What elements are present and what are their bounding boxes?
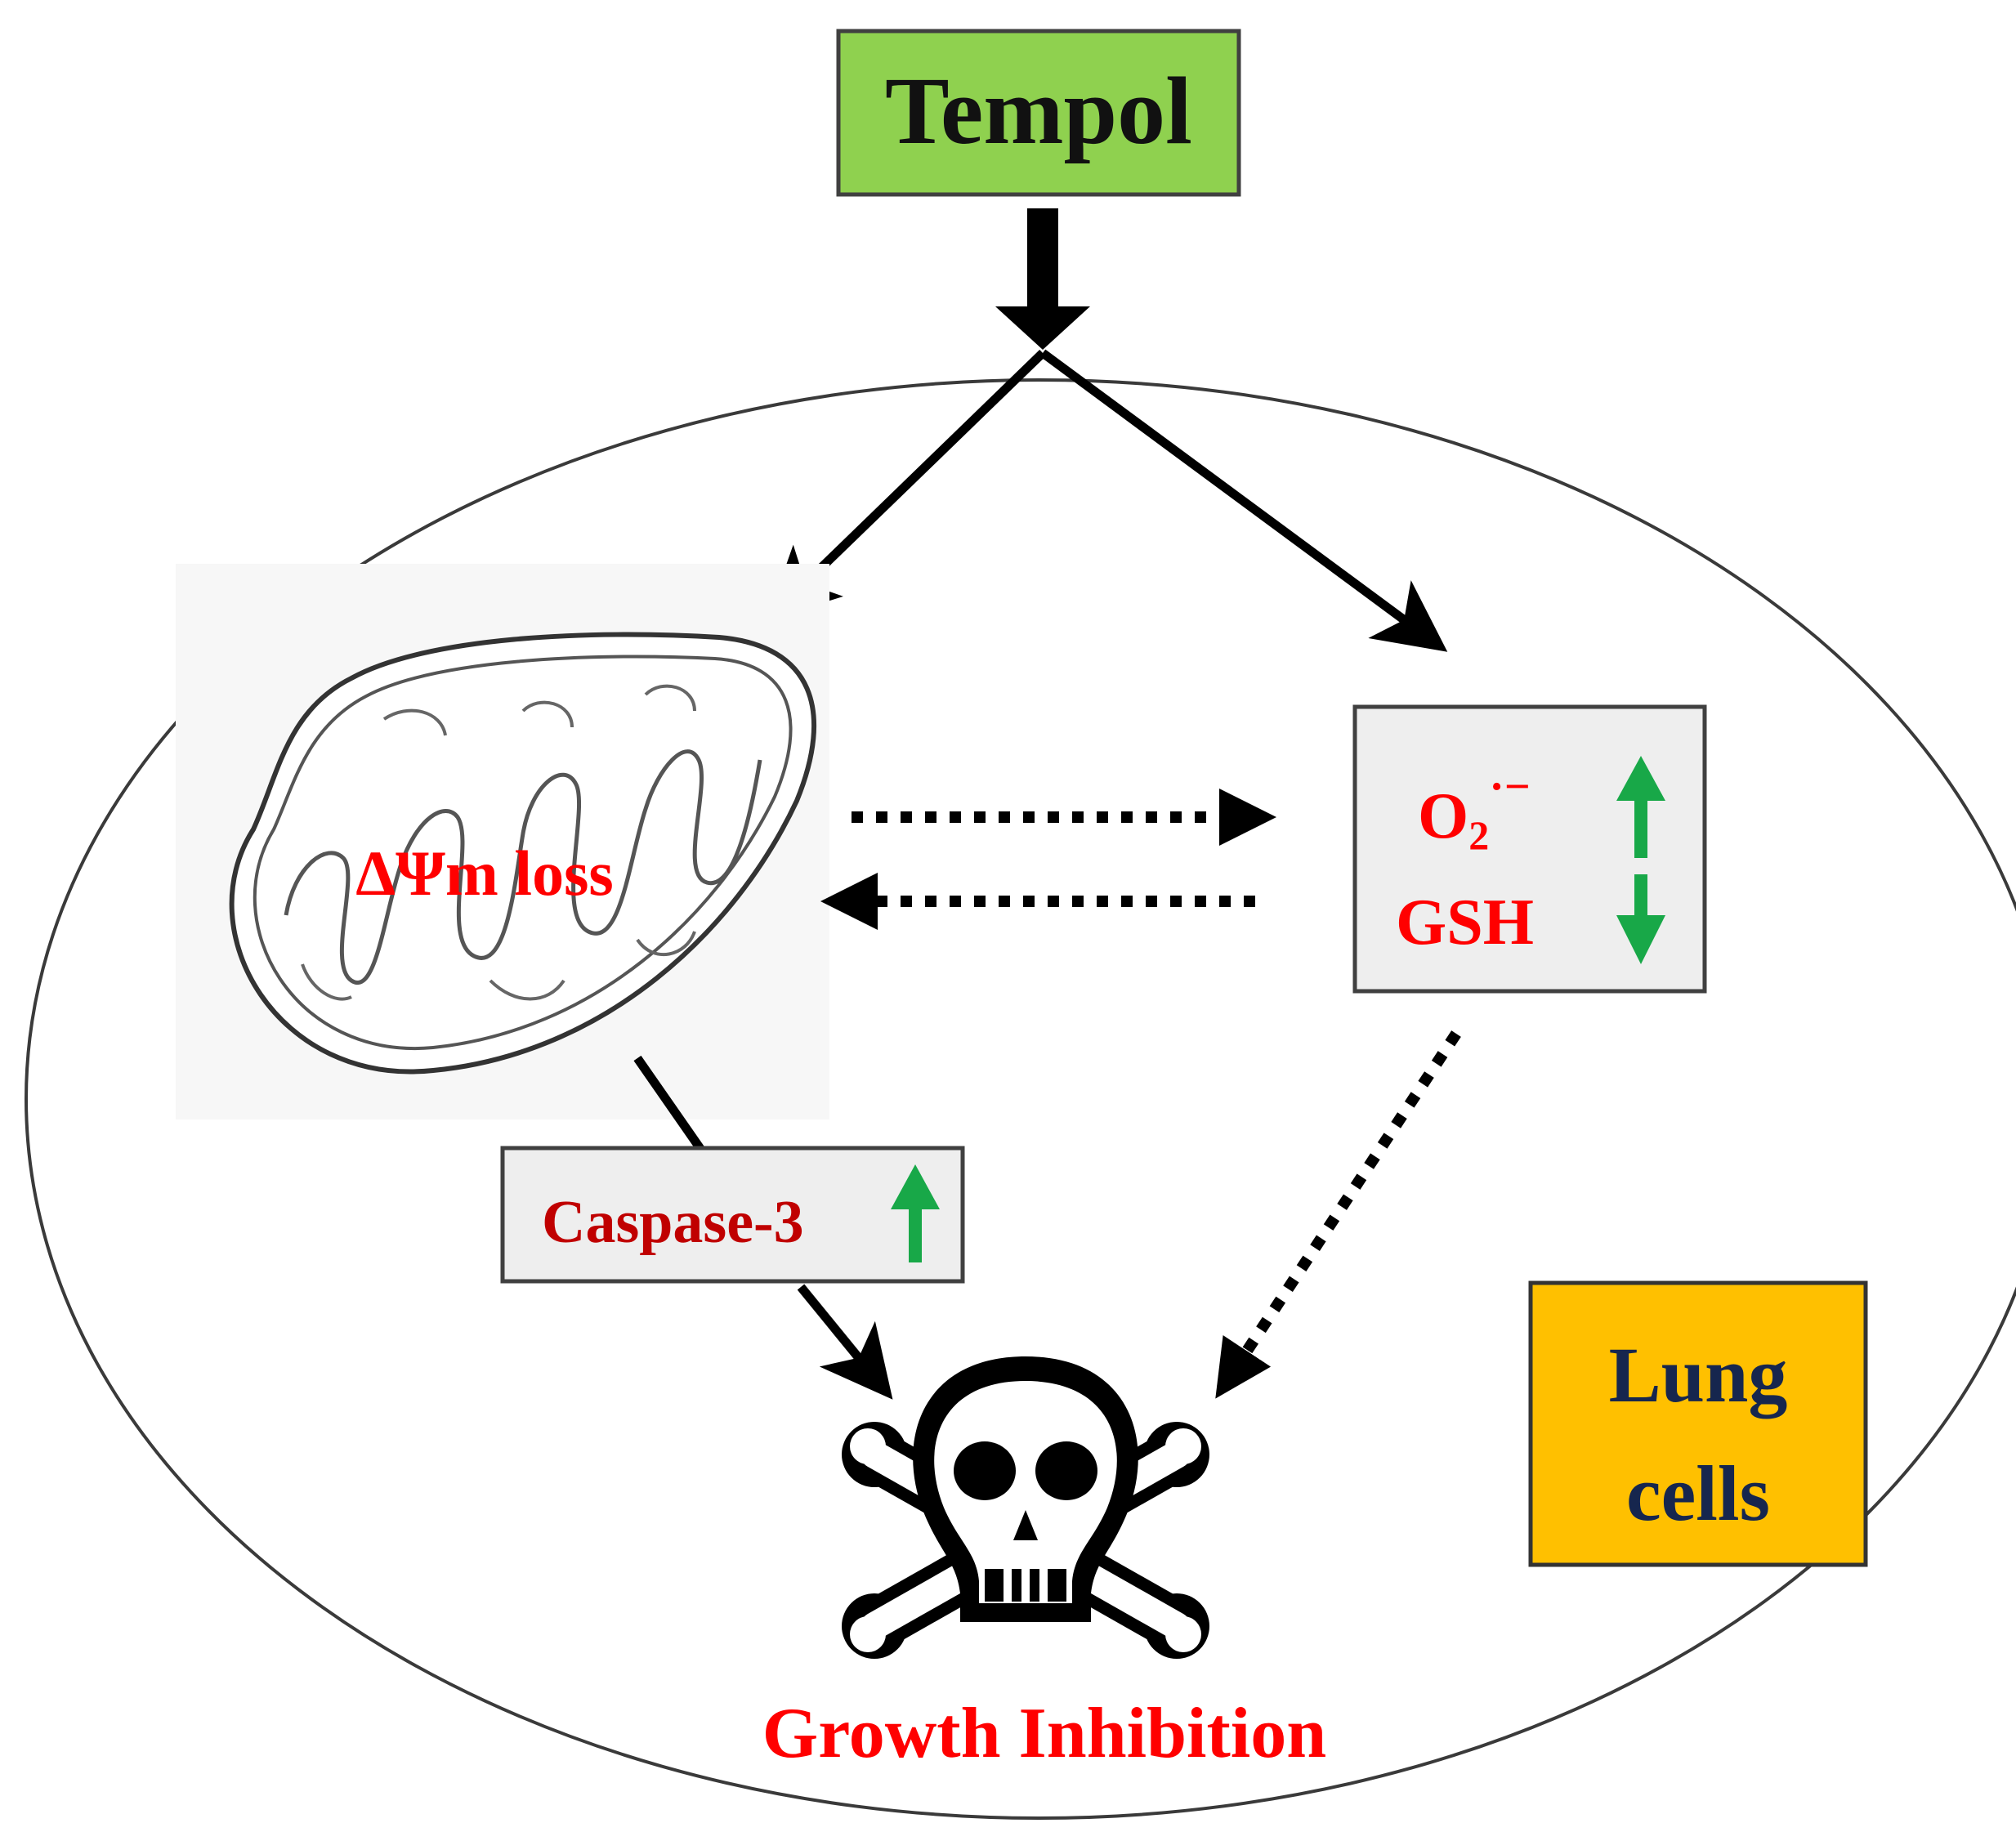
tempol-label: Tempol	[885, 57, 1192, 164]
mitochondrion-icon: ΔΨm loss	[176, 564, 829, 1119]
skull-crossbones-icon	[842, 1356, 1209, 1659]
arrow-mito-to-caspase	[633, 1055, 707, 1155]
ros-gsh-node: O2·− GSH	[1352, 704, 1707, 994]
caspase-label: Caspase-3	[542, 1189, 804, 1256]
growth-inhibition-label: Growth Inhibition	[762, 1694, 1326, 1773]
lung-cells-box	[1528, 1280, 1868, 1567]
superoxide-label: O2·−	[1418, 762, 1531, 858]
membrane-potential-loss-label: ΔΨm loss	[355, 838, 614, 909]
gsh-label: GSH	[1396, 887, 1534, 958]
arrow-down-icon	[1616, 874, 1665, 964]
caspase-node: Caspase-3	[500, 1146, 965, 1284]
arrow-up-icon	[1616, 756, 1665, 858]
caspase-box	[500, 1146, 965, 1284]
cell-membrane	[25, 378, 2016, 1820]
tempol-node: Tempol	[836, 29, 1241, 197]
dotted-arrow-ros-to-death	[1215, 1030, 1461, 1399]
lung-cells-label-line2: cells	[1626, 1450, 1770, 1537]
tempol-entry-arrow	[995, 208, 1090, 350]
lung-cells-node: Lung cells	[1528, 1280, 1868, 1567]
arrow-to-ros	[1039, 349, 1448, 652]
arrow-up-icon	[891, 1164, 940, 1262]
arrow-caspase-to-death	[797, 1284, 893, 1400]
tempol-box	[836, 29, 1241, 197]
lung-cells-label-line1: Lung	[1609, 1331, 1788, 1419]
